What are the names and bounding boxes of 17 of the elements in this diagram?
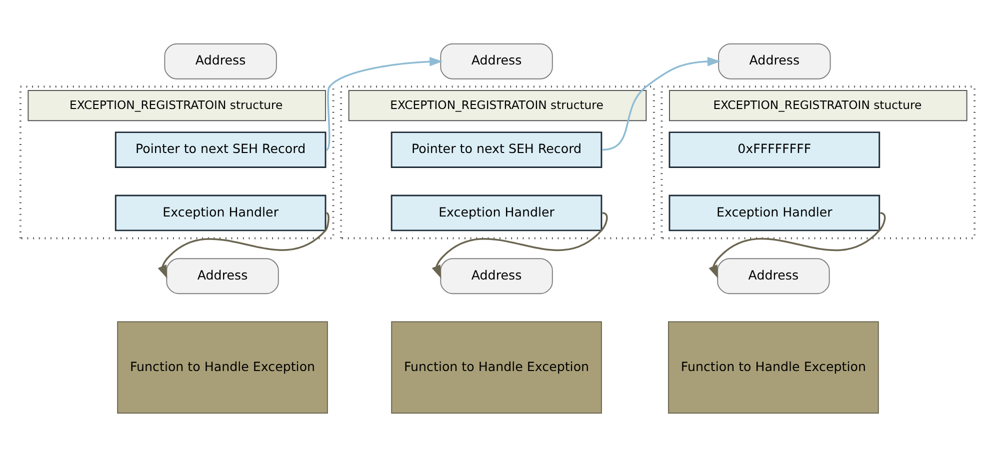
node-box: Exception Handler (114, 194, 326, 231)
node-box: Exception Handler (390, 194, 602, 231)
node-box: Function to Handle Exception (668, 320, 879, 414)
node-box: 0xFFFFFFFF (668, 131, 880, 168)
node-box: Exception Handler (668, 194, 880, 231)
node-box: Pointer to next SEH Record (114, 131, 326, 168)
arrow (708, 212, 886, 278)
node-box: Function to Handle Exception (391, 320, 602, 414)
node-box: Address (164, 42, 277, 79)
node-box: Address (717, 258, 830, 294)
node-box: Pointer to next SEH Record (390, 131, 602, 168)
node-box: Address (718, 42, 831, 79)
node-box: Address (440, 258, 553, 294)
node-box: Function to Handle Exception (117, 320, 328, 414)
arrow (602, 56, 721, 150)
node-box: Address (166, 258, 279, 294)
node-box: Address (440, 42, 553, 79)
